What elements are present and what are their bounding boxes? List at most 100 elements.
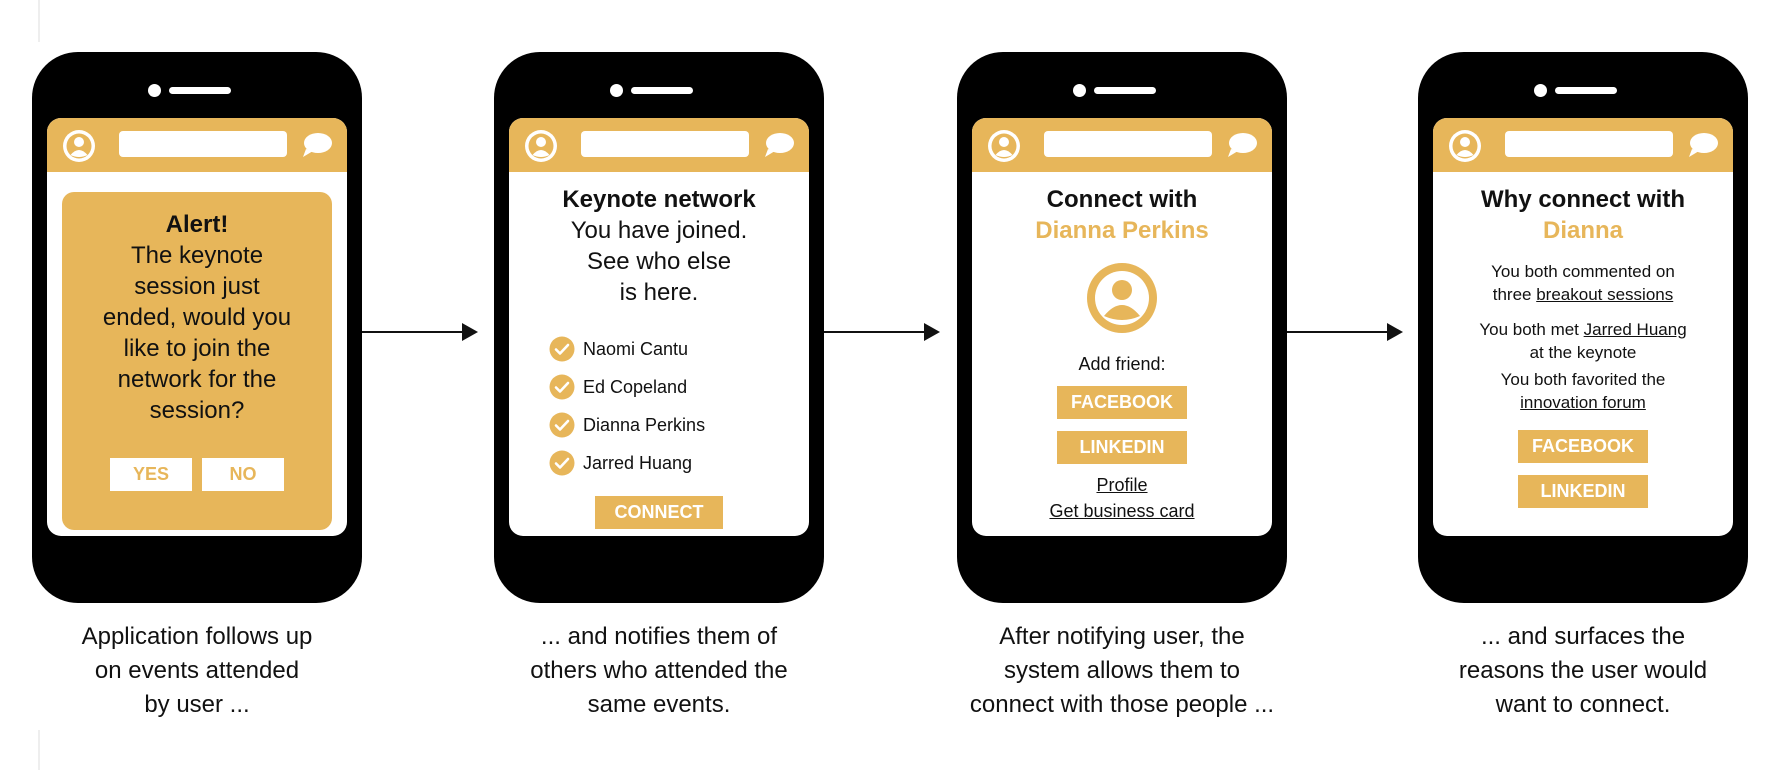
user-avatar-icon[interactable] [1447, 128, 1483, 164]
alert-line: network for the [117, 366, 277, 393]
facebook-button[interactable]: FACEBOOK [1518, 430, 1648, 463]
phone-alert: Alert! The keynote session just ended, w… [32, 52, 362, 603]
app-header [972, 118, 1272, 172]
list-item[interactable]: Jarred Huang [549, 444, 809, 482]
app-header [509, 118, 809, 172]
screen-content: Why connect with Dianna You both comment… [1433, 172, 1733, 536]
caption-line: After notifying user, the [999, 623, 1245, 650]
alert-card: Alert! The keynote session just ended, w… [62, 192, 332, 530]
phone-keynote-network: Keynote network You have joined. See who… [494, 52, 824, 603]
profile-avatar-icon [1087, 263, 1157, 333]
yes-button[interactable]: YES [110, 458, 192, 491]
caption-line: connect with those people ... [969, 691, 1275, 718]
alert-line: session just [134, 273, 260, 300]
profile-link[interactable]: Profile [1096, 475, 1148, 495]
attendee-list: Naomi Cantu Ed Copeland Dianna Perkins J… [549, 330, 809, 482]
caption-line: by user ... [144, 691, 250, 718]
reason-text: You both met [1479, 320, 1584, 339]
app-header [47, 118, 347, 172]
alert-message: The keynote session just ended, would yo… [62, 240, 332, 426]
alert-line: ended, would you [102, 304, 292, 331]
arrow-head [1387, 323, 1403, 341]
caption-line: ... and surfaces the [1480, 623, 1686, 650]
arrow-head [462, 323, 478, 341]
camera-dot [1534, 84, 1547, 97]
list-item[interactable]: Naomi Cantu [549, 330, 809, 368]
checkmark-circle-icon [549, 412, 575, 438]
speaker-slot [169, 87, 231, 94]
no-button[interactable]: NO [202, 458, 284, 491]
screen-title: Connect with [1046, 186, 1198, 213]
speaker-slot [1555, 87, 1617, 94]
joined-line: See who else [586, 248, 732, 275]
facebook-button[interactable]: FACEBOOK [1057, 386, 1187, 419]
reason-line: You both commented on [1491, 262, 1675, 281]
list-item[interactable]: Dianna Perkins [549, 406, 809, 444]
joined-line: is here. [619, 279, 699, 306]
caption-line: want to connect. [1495, 691, 1671, 718]
caption-step-4: ... and surfaces the reasons the user wo… [1383, 620, 1783, 722]
attendee-name: Naomi Cantu [583, 338, 689, 359]
contact-name: Dianna [1542, 217, 1623, 244]
alert-line: session? [149, 397, 245, 424]
reason-line: You both favorited the [1500, 370, 1666, 389]
attendee-name: Jarred Huang [583, 452, 693, 473]
alert-buttons: YES NO [62, 458, 332, 491]
user-avatar-icon[interactable] [986, 128, 1022, 164]
alert-line: The keynote [130, 242, 264, 269]
attendee-name: Dianna Perkins [583, 414, 706, 435]
jarred-huang-link[interactable]: Jarred Huang [1583, 320, 1687, 339]
business-card-link[interactable]: Get business card [1049, 501, 1195, 521]
caption-line: same events. [587, 691, 731, 718]
innovation-forum-link[interactable]: innovation forum [1520, 393, 1646, 412]
speaker-slot [631, 87, 693, 94]
caption-line: on events attended [94, 657, 300, 684]
joined-line: You have joined. [570, 217, 748, 244]
phone-screen: Alert! The keynote session just ended, w… [47, 118, 347, 536]
search-bar[interactable] [1044, 131, 1212, 157]
reason-text: three [1492, 285, 1537, 304]
list-item[interactable]: Ed Copeland [549, 368, 809, 406]
breakout-sessions-link[interactable]: breakout sessions [1536, 285, 1674, 304]
reason-line: three breakout sessions [1433, 283, 1733, 306]
search-bar[interactable] [1505, 131, 1673, 157]
reason-commented: You both commented on three breakout ses… [1433, 260, 1733, 306]
page-edge-bottom [38, 730, 40, 770]
phone-why-connect: Why connect with Dianna You both comment… [1418, 52, 1748, 603]
chat-bubble-icon[interactable] [1687, 131, 1719, 159]
reason-line: innovation forum [1433, 391, 1733, 414]
checkmark-circle-icon [549, 450, 575, 476]
user-avatar-icon[interactable] [61, 128, 97, 164]
page-edge-top [38, 0, 40, 42]
speaker-slot [1094, 87, 1156, 94]
phone-screen: Connect with Dianna Perkins Add friend: … [972, 118, 1272, 536]
chat-bubble-icon[interactable] [301, 131, 333, 159]
linkedin-button[interactable]: LINKEDIN [1057, 431, 1187, 464]
attendee-name: Ed Copeland [583, 376, 688, 397]
checkmark-circle-icon [549, 336, 575, 362]
camera-dot [610, 84, 623, 97]
screen-content: Keynote network You have joined. See who… [509, 172, 809, 536]
linkedin-button[interactable]: LINKEDIN [1518, 475, 1648, 508]
add-friend-label: Add friend: [1078, 354, 1166, 374]
caption-line: others who attended the [530, 657, 788, 684]
caption-step-3: After notifying user, the system allows … [922, 620, 1322, 722]
screen-content: Alert! The keynote session just ended, w… [47, 172, 347, 536]
chat-bubble-icon[interactable] [763, 131, 795, 159]
screen-content: Connect with Dianna Perkins Add friend: … [972, 172, 1272, 536]
caption-line: system allows them to [1003, 657, 1241, 684]
reason-line: You both met Jarred Huang [1433, 318, 1733, 341]
screen-title: Why connect with [1481, 186, 1685, 213]
chat-bubble-icon[interactable] [1226, 131, 1258, 159]
user-avatar-icon[interactable] [523, 128, 559, 164]
contact-name: Dianna Perkins [1035, 217, 1209, 244]
search-bar[interactable] [119, 131, 287, 157]
flow-arrow [824, 323, 940, 341]
reason-met: You both met Jarred Huang at the keynote [1433, 318, 1733, 364]
search-bar[interactable] [581, 131, 749, 157]
phone-screen: Keynote network You have joined. See who… [509, 118, 809, 536]
reason-line: at the keynote [1529, 343, 1637, 362]
connect-button[interactable]: CONNECT [595, 496, 723, 529]
caption-line: ... and notifies them of [540, 623, 778, 650]
caption-line: reasons the user would [1458, 657, 1708, 684]
